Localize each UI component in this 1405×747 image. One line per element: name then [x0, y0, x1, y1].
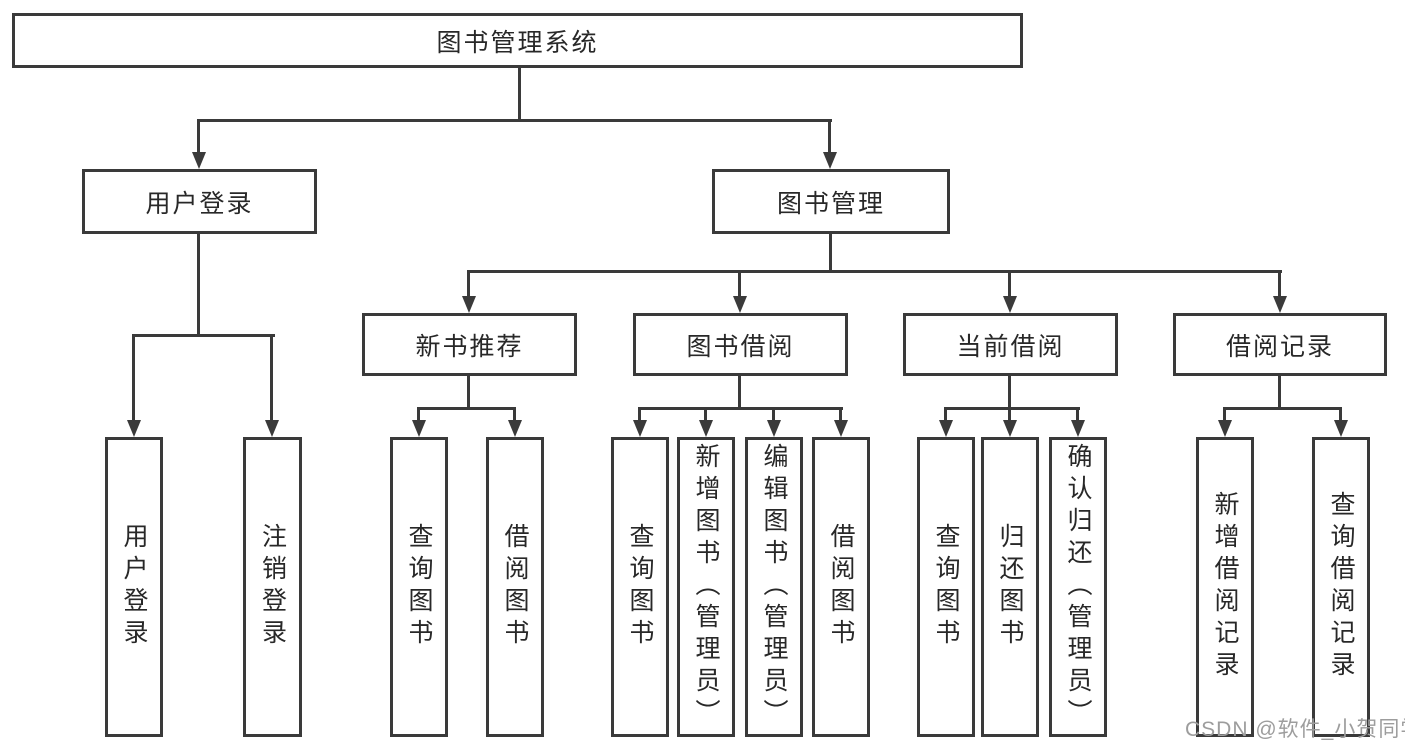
arrow-down-icon	[1218, 420, 1232, 437]
csdn-watermark: CSDN @软件_小贺同学	[1185, 718, 1405, 741]
connector-line	[638, 407, 641, 422]
connector-line	[417, 407, 516, 410]
leaf-current-return-books: 归还图书	[981, 437, 1039, 737]
connector-line	[1339, 407, 1342, 422]
connector-line	[518, 68, 521, 122]
node-borrow-records: 借阅记录	[1173, 313, 1387, 376]
arrow-down-icon	[834, 420, 848, 437]
connector-line	[772, 407, 775, 422]
node-book-borrowing-label: 图书借阅	[686, 332, 795, 361]
node-new-book-recommend-label: 新书推荐	[415, 332, 524, 361]
connector-line	[1076, 407, 1079, 422]
node-user-login-label: 用户登录	[145, 189, 254, 218]
connector-line	[704, 407, 707, 422]
leaf-borrow-borrow-books: 借阅图书	[812, 437, 870, 737]
connector-line	[1223, 407, 1341, 410]
arrow-down-icon	[1334, 420, 1348, 437]
connector-line	[132, 334, 275, 337]
arrow-down-icon	[1003, 420, 1017, 437]
arrow-down-icon	[1071, 420, 1085, 437]
arrow-down-icon	[462, 296, 476, 313]
arrow-down-icon	[699, 420, 713, 437]
arrow-down-icon	[412, 420, 426, 437]
connector-line	[1278, 374, 1281, 410]
node-book-borrowing: 图书借阅	[633, 313, 848, 376]
leaf-current-confirm-return-admin: 确认归还（管理员）	[1049, 437, 1107, 737]
connector-line	[738, 374, 741, 410]
leaf-record-add-borrow-record: 新增借阅记录	[1196, 437, 1254, 737]
connector-line	[1008, 270, 1011, 298]
connector-line	[1278, 270, 1281, 298]
connector-line	[944, 407, 1080, 410]
arrow-down-icon	[1273, 296, 1287, 313]
leaf-borrow-edit-books-admin: 编辑图书（管理员）	[745, 437, 803, 737]
arrow-down-icon	[265, 420, 279, 437]
arrow-down-icon	[767, 420, 781, 437]
connector-line	[197, 232, 200, 337]
arrow-down-icon	[823, 152, 837, 169]
leaf-user-login: 用户登录	[105, 437, 163, 737]
connector-line	[839, 407, 842, 422]
connector-line	[828, 119, 831, 153]
arrow-down-icon	[633, 420, 647, 437]
leaf-logout: 注销登录	[243, 437, 302, 737]
connector-line	[738, 270, 741, 298]
connector-line	[467, 270, 470, 298]
leaf-borrow-query-books: 查询图书	[611, 437, 669, 737]
node-user-login: 用户登录	[82, 169, 317, 234]
arrow-down-icon	[508, 420, 522, 437]
leaf-newbook-query-books: 查询图书	[390, 437, 448, 737]
connector-line	[1223, 407, 1226, 422]
leaf-current-query-books: 查询图书	[917, 437, 975, 737]
arrow-down-icon	[127, 420, 141, 437]
arrow-down-icon	[1003, 296, 1017, 313]
connector-line	[132, 334, 135, 422]
connector-line	[513, 407, 516, 422]
connector-line	[829, 232, 832, 273]
node-book-management-label: 图书管理	[776, 189, 885, 218]
connector-line	[467, 374, 470, 410]
connector-line	[1008, 374, 1011, 410]
connector-line	[197, 119, 200, 153]
node-root-label: 图书管理系统	[436, 28, 599, 57]
node-book-management: 图书管理	[712, 169, 950, 234]
connector-line	[467, 270, 1282, 273]
arrow-down-icon	[192, 152, 206, 169]
connector-line	[638, 407, 843, 410]
leaf-newbook-borrow-books: 借阅图书	[486, 437, 544, 737]
leaf-borrow-add-books-admin: 新增图书（管理员）	[677, 437, 735, 737]
node-current-borrowing: 当前借阅	[903, 313, 1118, 376]
connector-line	[1008, 407, 1011, 422]
node-new-book-recommend: 新书推荐	[362, 313, 577, 376]
connector-line	[270, 334, 273, 422]
node-borrow-records-label: 借阅记录	[1225, 332, 1334, 361]
connector-line	[197, 119, 832, 122]
node-current-borrowing-label: 当前借阅	[956, 332, 1065, 361]
connector-line	[944, 407, 947, 422]
arrow-down-icon	[733, 296, 747, 313]
node-root-system: 图书管理系统	[12, 13, 1023, 68]
connector-line	[417, 407, 420, 422]
leaf-record-query-borrow-record: 查询借阅记录	[1312, 437, 1370, 737]
arrow-down-icon	[939, 420, 953, 437]
